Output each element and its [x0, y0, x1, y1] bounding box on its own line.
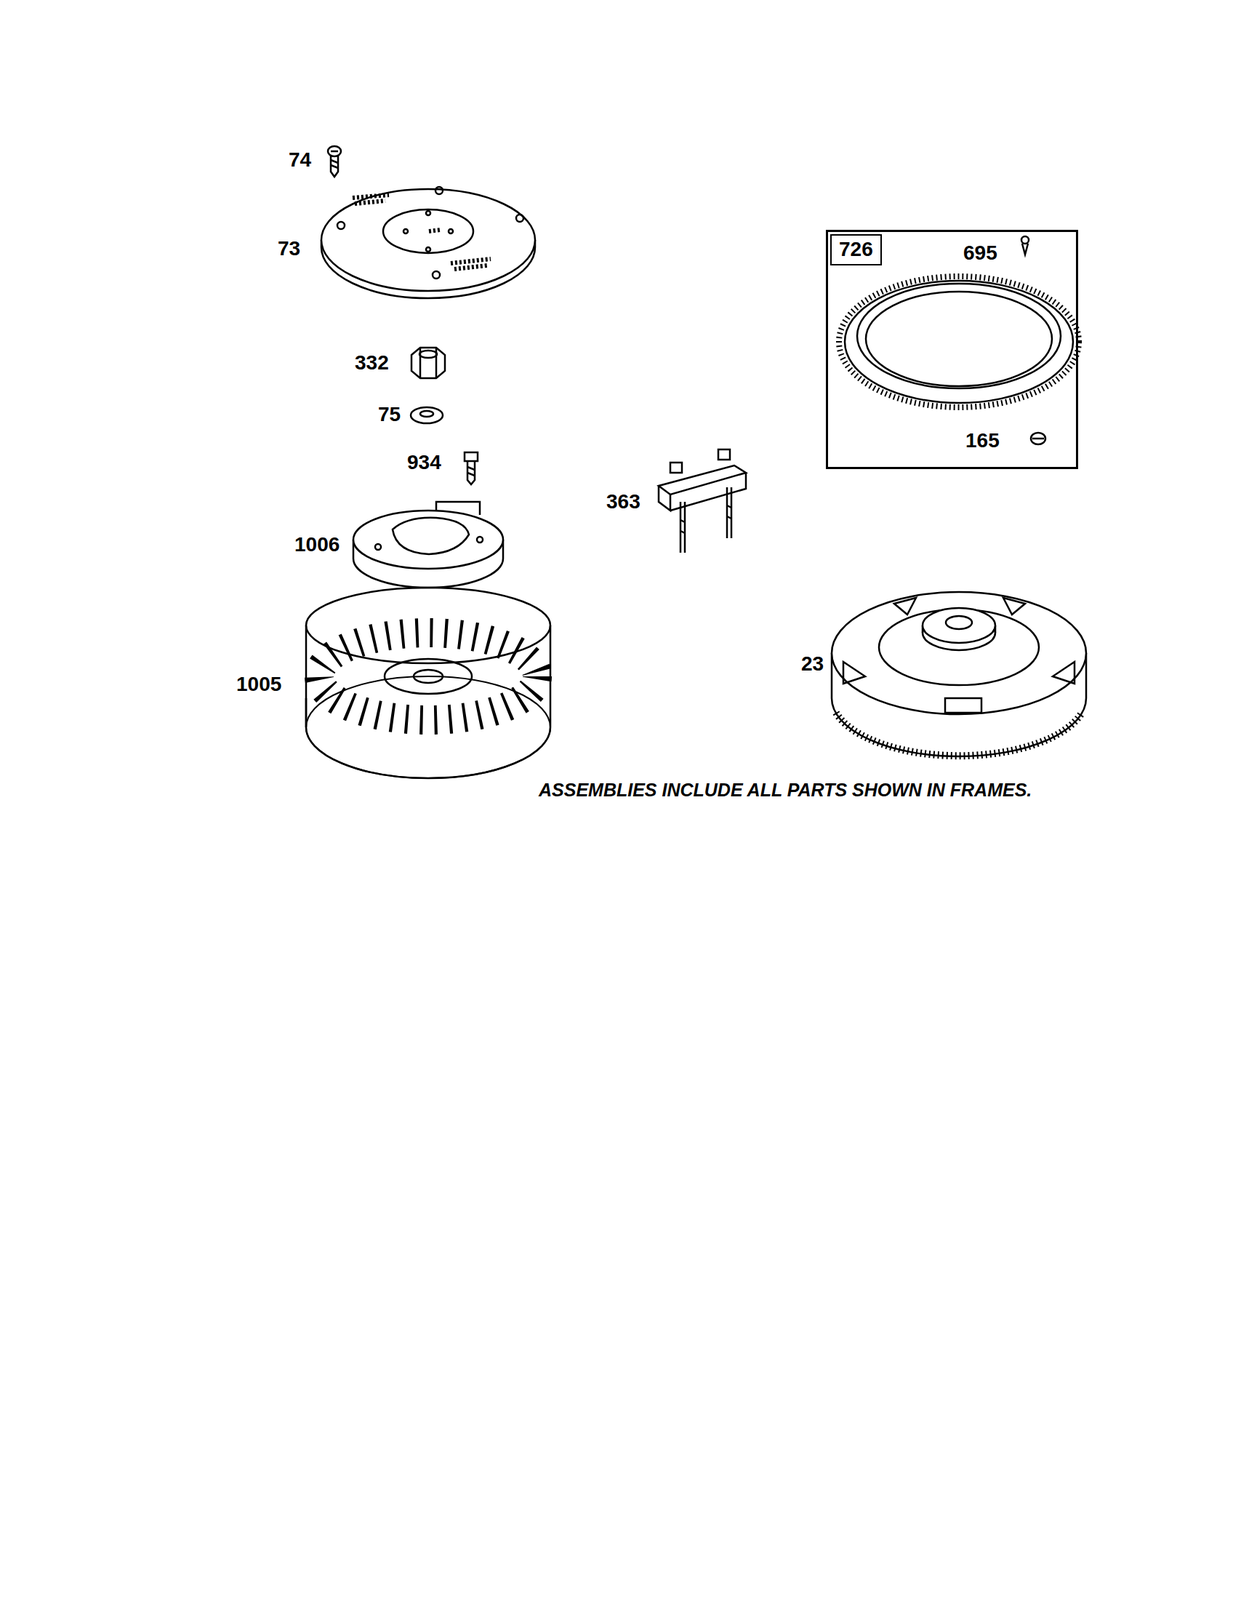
cooling-fan [306, 587, 551, 778]
screw [327, 146, 341, 177]
flywheel [831, 591, 1087, 757]
hex-nut [411, 347, 445, 379]
assembly-number: 726 [838, 238, 874, 261]
disc-plate [321, 186, 536, 299]
assembly-frame: 695 165 726 [825, 229, 1079, 469]
callout-number: 1006 [294, 533, 340, 557]
callout-number: 332 [354, 351, 389, 375]
ring-gear [838, 236, 1079, 445]
callout-number: 695 [963, 242, 998, 265]
assembly-tab: 726 [830, 234, 882, 266]
callout-number: 165 [965, 429, 1000, 453]
callout-number: 75 [378, 403, 401, 427]
callout-number: 363 [606, 490, 641, 514]
washer [410, 407, 443, 424]
caption: ASSEMBLIES INCLUDE ALL PARTS SHOWN IN FR… [538, 779, 1032, 801]
retainer-ring [353, 501, 504, 588]
callout-number: 934 [407, 451, 442, 475]
callout-number: 74 [288, 149, 312, 172]
callout-number: 1005 [236, 673, 282, 696]
callout-number: 73 [277, 237, 301, 261]
bolt [464, 452, 478, 485]
bracket-studs [658, 449, 746, 553]
callout-number: 23 [801, 652, 824, 676]
